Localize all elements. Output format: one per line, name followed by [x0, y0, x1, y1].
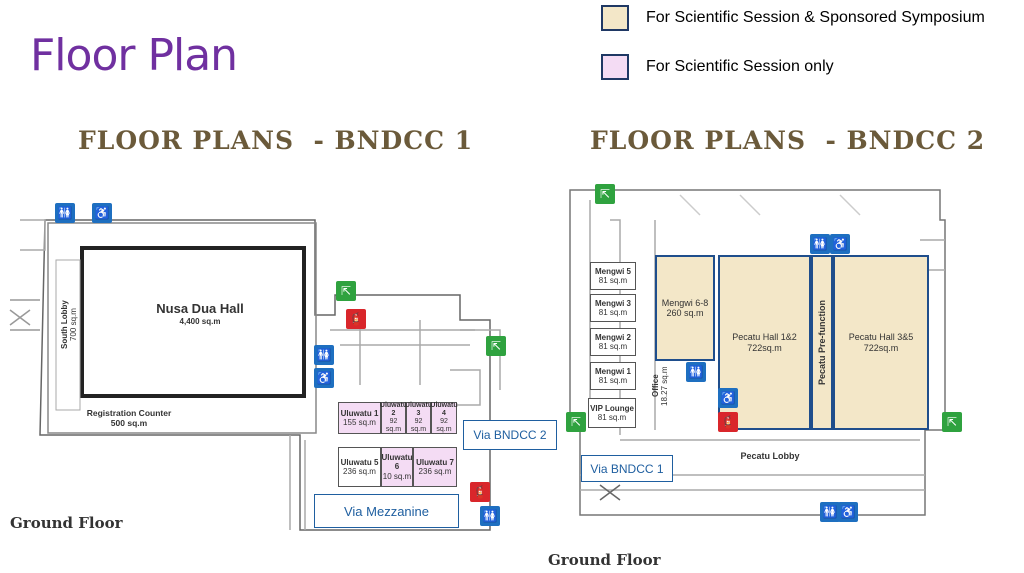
exit-icon: ⇱ [595, 184, 615, 204]
pecatu-lobby-label: Pecatu Lobby [740, 451, 800, 461]
room-size: 722sq.m [747, 342, 782, 353]
restroom-icon: 🚻 [55, 203, 75, 223]
registration-counter-label: Registration Counter 500 sq.m [74, 408, 184, 429]
room-name: Uluwatu 7 [416, 457, 454, 467]
room-size: 722sq.m [863, 342, 899, 353]
room-name: Uluwatu 6 [381, 453, 413, 472]
room-name: Mengwi 1 [594, 366, 631, 376]
room-size: 81 sq.m [598, 276, 628, 285]
room-name: Uluwatu 3 [404, 401, 433, 417]
room-mengwi-6-8[interactable]: Mengwi 6-8 260 sq.m [655, 255, 715, 361]
room-pecatu-hall-3-5[interactable]: Pecatu Hall 3&5 722sq.m [833, 255, 929, 430]
room-uluwatu-1[interactable]: Uluwatu 1 155 sq.m [338, 402, 381, 434]
nusa-dua-hall-label: Nusa Dua Hall 4,400 sq.m [120, 301, 280, 326]
room-size: 155 sq.m [343, 418, 376, 427]
room-name: Mengwi 6-8 [661, 297, 709, 308]
page-title: Floor Plan [30, 30, 238, 81]
wheelchair-icon: ♿ [92, 203, 112, 223]
room-size: 81 sq.m [598, 308, 628, 317]
plan2-heading: FLOOR PLANS - BNDCC 2 [590, 126, 986, 155]
fire-extinguisher-icon: 🧯 [718, 412, 738, 432]
room-uluwatu-5[interactable]: Uluwatu 5 236 sq.m [338, 447, 381, 487]
room-uluwatu-7[interactable]: Uluwatu 7 236 sq.m [413, 447, 457, 487]
room-size: 236 sq.m [418, 467, 452, 476]
room-name: VIP Lounge [590, 403, 634, 413]
restroom-icon: 🚻 [820, 502, 840, 522]
fire-extinguisher-icon: 🧯 [470, 482, 490, 502]
wheelchair-icon: ♿ [838, 502, 858, 522]
plan1-floor-label: Ground Floor [10, 514, 123, 532]
wheelchair-icon: ♿ [314, 368, 334, 388]
office-label: Office 18.27 sq.m [651, 362, 669, 410]
legend-swatch-scientific [601, 54, 629, 80]
room-size: 236 sq.m [343, 467, 376, 476]
exit-icon: ⇱ [942, 412, 962, 432]
room-name: Uluwatu 1 [340, 408, 379, 418]
room-name: Uluwatu 5 [340, 457, 379, 467]
nusa-dua-hall-name: Nusa Dua Hall [156, 301, 244, 316]
room-size: 92 sq.m [436, 418, 452, 434]
plan1-heading: FLOOR PLANS - BNDCC 1 [78, 126, 474, 155]
via-bndcc2-box[interactable]: Via BNDCC 2 [463, 420, 557, 450]
room-size: 81 sq.m [598, 376, 628, 385]
wheelchair-icon: ♿ [718, 388, 738, 408]
south-lobby-name: South Lobby [60, 300, 69, 350]
fire-extinguisher-icon: 🧯 [346, 309, 366, 329]
restroom-icon: 🚻 [480, 506, 500, 526]
room-size: 92 sq.m [410, 418, 427, 434]
room-size: 10 sq.m [382, 471, 412, 481]
office-name: Office [651, 374, 660, 398]
registration-counter-size: 500 sq.m [110, 417, 148, 428]
exit-icon: ⇱ [486, 336, 506, 356]
room-mengwi-3[interactable]: Mengwi 3 81 sq.m [590, 294, 636, 322]
plan2-floor-label: Ground Floor [548, 551, 661, 569]
room-name: Uluwatu 4 [430, 401, 458, 417]
restroom-icon: 🚻 [810, 234, 830, 254]
room-uluwatu-6[interactable]: Uluwatu 6 10 sq.m [381, 447, 413, 487]
room-mengwi-2[interactable]: Mengwi 2 81 sq.m [590, 328, 636, 356]
room-name: Mengwi 2 [594, 332, 631, 342]
nusa-dua-hall-size: 4,400 sq.m [179, 316, 221, 326]
room-uluwatu-3[interactable]: Uluwatu 3 92 sq.m [404, 401, 433, 434]
room-uluwatu-4[interactable]: Uluwatu 4 92 sq.m [430, 401, 458, 434]
room-name: Pecatu Hall 3&5 [848, 332, 914, 343]
room-uluwatu-2[interactable]: Uluwatu 2 92 sq.m [379, 401, 408, 434]
room-mengwi-1[interactable]: Mengwi 1 81 sq.m [590, 362, 636, 390]
via-bndcc1-box[interactable]: Via BNDCC 1 [581, 455, 673, 482]
registration-counter-name: Registration Counter [86, 408, 172, 418]
room-size: 81 sq.m [597, 413, 627, 422]
via-mezzanine-box[interactable]: Via Mezzanine [314, 494, 459, 528]
room-vip-lounge[interactable]: VIP Lounge 81 sq.m [588, 398, 636, 428]
room-name: Mengwi 3 [594, 298, 631, 308]
room-name: Pecatu Hall 1&2 [732, 332, 797, 343]
legend-swatch-sponsored [601, 5, 629, 31]
office-size: 18.27 sq.m [660, 366, 670, 406]
south-lobby-size: 700 sq.m [69, 308, 79, 342]
wheelchair-icon: ♿ [830, 234, 850, 254]
room-size: 81 sq.m [598, 342, 628, 351]
room-name: Mengwi 5 [594, 266, 631, 276]
plan1-drawing [9, 219, 501, 531]
room-size: 92 sq.m [385, 418, 402, 434]
room-name: Uluwatu 2 [379, 401, 408, 417]
room-mengwi-5[interactable]: Mengwi 5 81 sq.m [590, 262, 636, 290]
exit-icon: ⇱ [566, 412, 586, 432]
legend-label-scientific: For Scientific Session only [646, 58, 834, 75]
legend-label-sponsored: For Scientific Session & Sponsored Sympo… [646, 9, 985, 26]
room-pecatu-prefunction[interactable]: Pecatu Pre-function [811, 255, 833, 430]
restroom-icon: 🚻 [314, 345, 334, 365]
south-lobby-label: South Lobby 700 sq.m [60, 295, 78, 355]
exit-icon: ⇱ [336, 281, 356, 301]
restroom-icon: 🚻 [686, 362, 706, 382]
room-size: 260 sq.m [666, 308, 704, 318]
room-name: Pecatu Pre-function [816, 299, 827, 385]
